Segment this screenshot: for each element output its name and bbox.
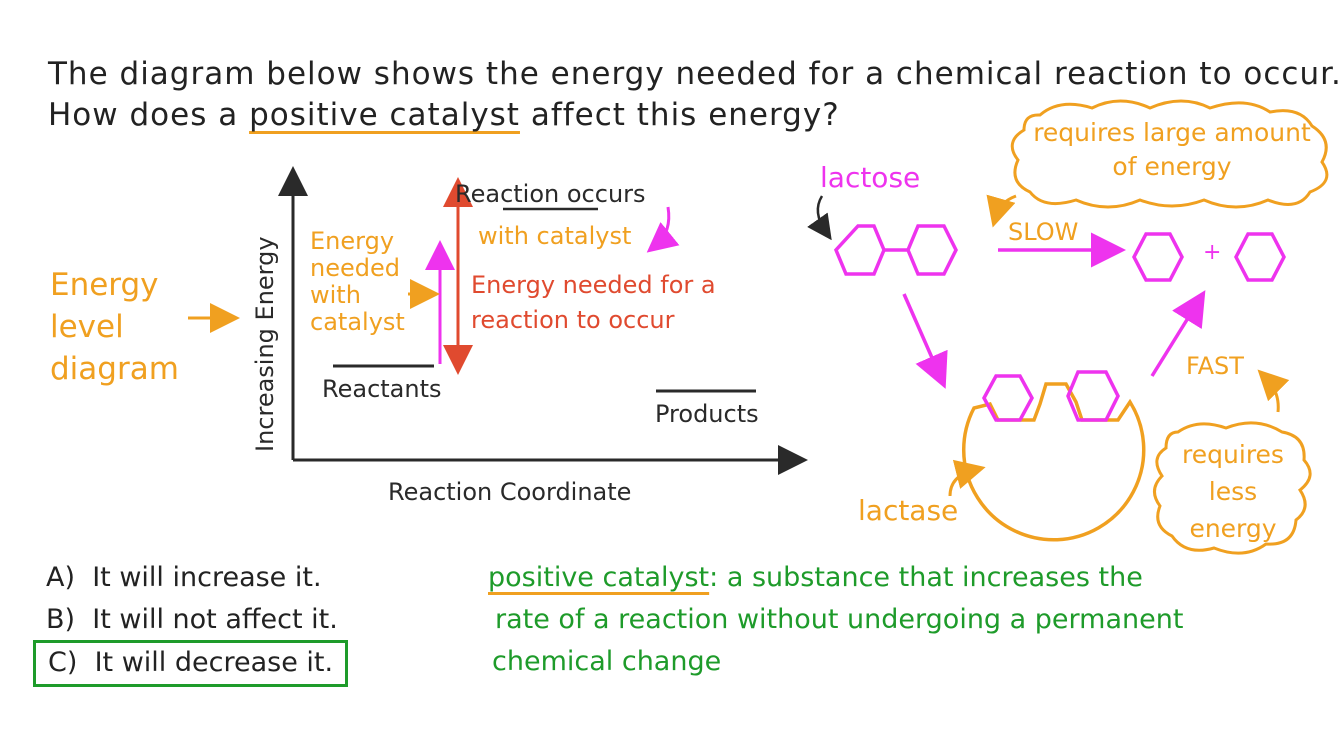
reaction-occurs-label: Reaction occurs (455, 180, 646, 208)
enzyme-to-products-arrow (1150, 290, 1206, 377)
lactose-hexagon-right (906, 224, 958, 276)
enzyme-bound-hexagon-right (1066, 370, 1120, 422)
option-a-text: It will increase it. (92, 562, 322, 593)
cloud-less-text: requires less energy (1182, 440, 1284, 543)
x-axis-label: Reaction Coordinate (388, 478, 632, 506)
question-line-2-prefix: How does a (48, 97, 250, 133)
y-axis-label: Increasing Energy (251, 236, 279, 452)
option-c-letter: C) (48, 647, 78, 678)
lactose-to-enzyme-arrow (902, 293, 948, 389)
slow-label: SLOW (1008, 218, 1079, 246)
energy-needed-label-line-2: reaction to occur (471, 306, 675, 334)
lactose-label: lactose (820, 161, 921, 194)
option-c-selected[interactable]: C) It will decrease it. (33, 640, 349, 687)
energy-needed-label-line-1: Energy needed for a (471, 271, 716, 299)
with-catalyst-curved-arrow (646, 206, 680, 253)
option-a[interactable]: A) It will increase it. (46, 562, 322, 593)
option-b-text: It will not affect it. (92, 604, 338, 635)
fast-label: FAST (1186, 352, 1244, 380)
lactose-molecule (833, 224, 958, 276)
cloud-large-arrow (986, 194, 1017, 228)
definition-line-3: chemical change (492, 646, 722, 677)
lactase-label: lactase (858, 494, 959, 527)
enzyme-bound-hexagon-left (982, 374, 1034, 422)
lactose-hexagon-left (833, 224, 886, 276)
definition-line-1-rest: : a substance that increases the (709, 562, 1143, 593)
cloud-large-text: requires large amount of energy (1033, 118, 1311, 181)
cloud-large-energy (1010, 99, 1329, 209)
products-label: Products (655, 400, 759, 428)
product-hexagon-2 (1234, 232, 1286, 282)
option-b[interactable]: B) It will not affect it. (46, 604, 338, 635)
definition-line-2: rate of a reaction without undergoing a … (495, 604, 1184, 635)
plus-sign: + (1203, 240, 1222, 265)
definition-term: positive catalyst (488, 562, 710, 593)
option-c-text: It will decrease it. (94, 647, 334, 678)
question-line-1: The diagram below shows the energy neede… (48, 56, 1342, 92)
question-line-2-suffix: affect this energy? (519, 97, 840, 133)
energy-level-diagram-label: Energy level diagram (50, 267, 179, 387)
option-a-letter: A) (46, 562, 76, 593)
cloud-less-energy (1153, 421, 1312, 555)
with-catalyst-label: with catalyst (478, 222, 632, 250)
lactose-label-arrow (807, 195, 832, 241)
product-hexagon-1 (1132, 232, 1184, 282)
reactants-label: Reactants (322, 375, 442, 403)
definition-line-1: positive catalyst: a substance that incr… (488, 562, 1143, 593)
option-b-letter: B) (46, 604, 76, 635)
cloud-less-arrow (1257, 369, 1290, 413)
energy-with-catalyst-label: Energy needed with catalyst (310, 227, 405, 336)
lactase-label-arrow (948, 459, 986, 497)
question-highlight-term: positive catalyst (249, 97, 520, 133)
question-line-2: How does a positive catalyst affect this… (48, 97, 840, 133)
